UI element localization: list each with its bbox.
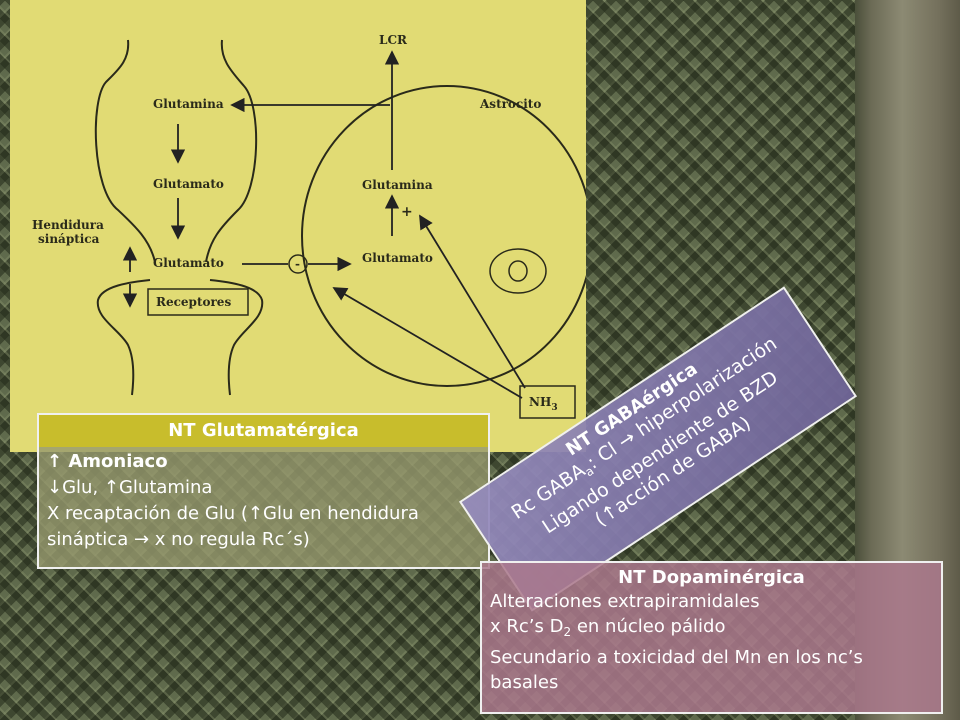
dopaminergic-line3: Secundario a toxicidad del Mn en los nc’… [490, 647, 863, 668]
nh3-subscript: 3 [551, 403, 558, 413]
astrocyte-nucleus [489, 248, 547, 294]
minus-sign: - [295, 257, 300, 271]
diagram-drawing [94, 39, 586, 419]
sinaptica-label: sináptica [38, 232, 100, 246]
glutamina-astrocyte-label: Glutamina [362, 178, 433, 192]
glutamato-astrocyte-label: Glutamato [362, 251, 433, 265]
presynaptic-terminal-outline [94, 39, 156, 263]
dopaminergic-box: NT Dopaminérgica Alteraciones extrapiram… [480, 561, 943, 714]
lcr-label: LCR [379, 33, 407, 47]
dopaminergic-line4: basales [490, 672, 559, 693]
receptors-box [147, 288, 249, 316]
dopaminergic-line2-sub: 2 [563, 625, 572, 639]
glutamatergic-title: NT Glutamatérgica [39, 415, 488, 447]
glutamato-cleft-label: Glutamato [153, 256, 224, 270]
hendidura-label: Hendidura [32, 218, 104, 232]
dopaminergic-title: NT Dopaminérgica [618, 567, 805, 588]
dopaminergic-line1: Alteraciones extrapiramidales [490, 591, 760, 612]
receptores-label: Receptores [156, 295, 232, 309]
glutamatergic-line1: ↑ Amoniaco [47, 451, 168, 472]
astrocito-label: Astrocito [480, 97, 542, 111]
postsynaptic-terminal-outline [96, 279, 151, 396]
dopaminergic-line2-post: en núcleo pálido [571, 616, 726, 637]
glutamatergic-body: ↑ Amoniaco ↓Glu, ↑Glutamina X recaptació… [39, 447, 488, 555]
nh3-text: NH [529, 395, 552, 409]
glutamatergic-line4: sináptica → x no regula Rc´s) [47, 529, 310, 550]
glutamatergic-line3: X recaptación de Glu (↑Glu en hendidura [47, 503, 419, 524]
transporter-circle [288, 254, 308, 274]
glutamina-presynaptic-label: Glutamina [153, 97, 224, 111]
dopaminergic-line2-pre: x Rc’s D [490, 616, 564, 637]
neurotransmission-diagram: LCR Astrocito Glutamina Glutamato Hendid… [10, 0, 586, 452]
nh3-box [519, 385, 576, 419]
plus-sign: + [401, 204, 413, 220]
glutamato-presynaptic-label: Glutamato [153, 177, 224, 191]
glutamatergic-box: NT Glutamatérgica ↑ Amoniaco ↓Glu, ↑Glut… [37, 413, 490, 569]
glutamatergic-line2: ↓Glu, ↑Glutamina [47, 477, 213, 498]
dopaminergic-line2: x Rc’s D2 en núcleo pálido [490, 614, 933, 645]
nh3-label: NH3 [529, 395, 558, 415]
astrocyte-body [301, 85, 586, 387]
